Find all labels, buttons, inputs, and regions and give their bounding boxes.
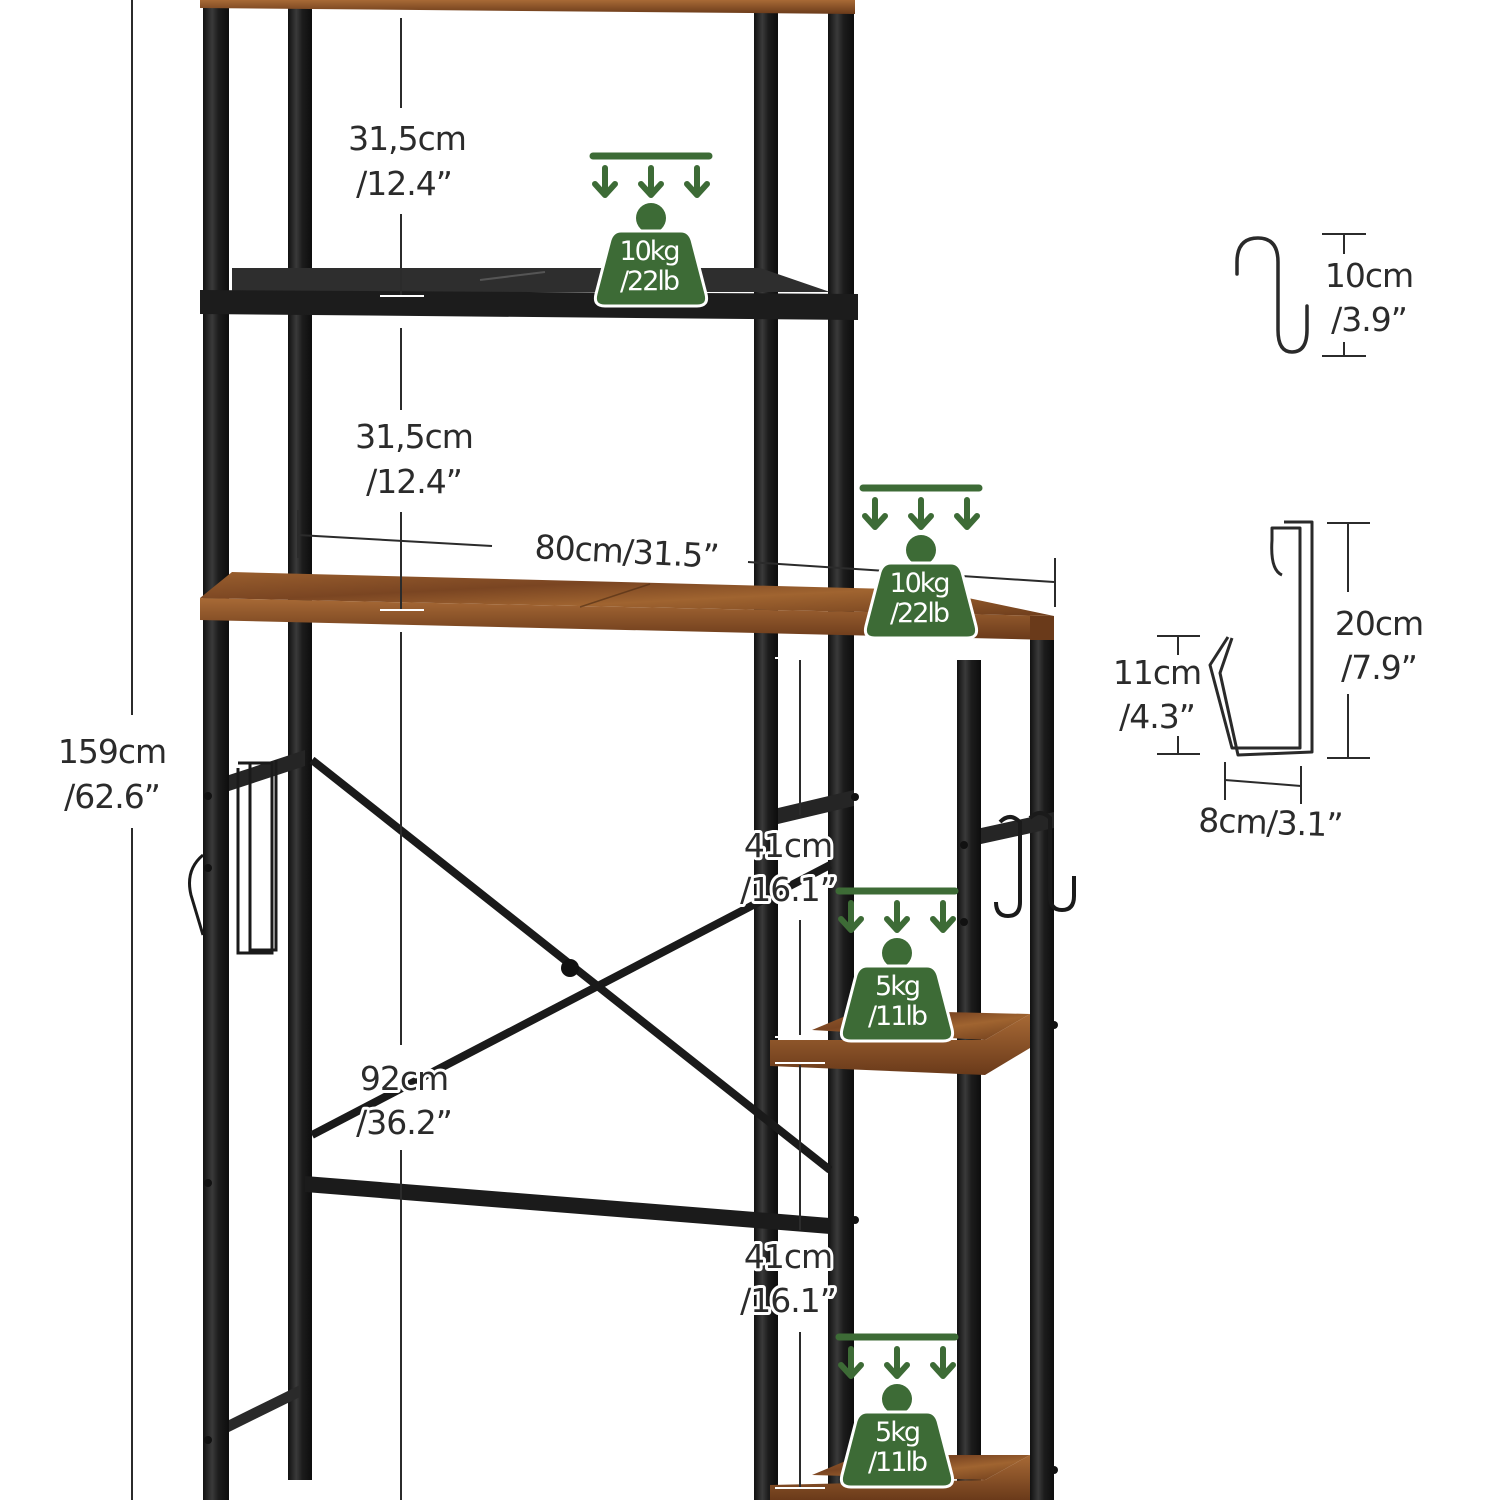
clearance-height-in: /36.2” [356,1103,452,1142]
cross-brace-b [310,861,832,1139]
right-hook-rail [981,812,1054,844]
front-right-pole [828,0,854,1500]
top-shelf-gap-cm: 31,5cm [348,119,466,158]
total-height-cm: 159cm [58,732,166,771]
load-badge-side-lower: 5kg /11lb [839,1337,955,1487]
side-shelf-gap-upper-in: /16.1” [740,870,836,909]
side-shelf-gap-upper-dimension: 41cm /16.1” [737,657,840,1038]
cross-brace-joint [561,959,579,977]
middle-shelf-gap-dimension: 31,5cm /12.4” [355,324,474,611]
right-s-hooks [994,811,1076,919]
towel-hook-height-cm: 20cm [1335,604,1423,643]
clearance-height-cm: 92cm [360,1059,448,1098]
towel-hook-detail: 20cm /7.9” 11cm /4.3” 8cm/3.1” [1113,520,1424,845]
side-shelf-gap-upper-cm: 41cm [744,826,832,865]
clearance-height-dimension: 92cm /36.2” [353,629,456,1500]
top-shelf [200,0,855,14]
foot-crossbar [229,1385,300,1432]
front-left-pole [203,0,229,1500]
s-hook-icon [1235,236,1309,354]
top-shelf-gap-in: /12.4” [356,164,452,203]
load-kg: 5kg [875,1417,919,1448]
towel-hook-lip-in: /4.3” [1119,697,1195,736]
towel-hook-lip-cm: 11cm [1113,653,1201,692]
main-wood-shelf [200,572,1054,640]
left-hook-rail [229,750,305,791]
load-badge-main-shelf: 10kg /22lb [863,488,979,638]
load-lb: /11lb [868,1001,927,1032]
over-rail-hook-icon [1208,520,1314,757]
total-height-dimension: 159cm /62.6” [58,0,167,1500]
s-hook-height-cm: 10cm [1325,256,1413,295]
load-kg: 5kg [875,971,919,1002]
load-lb: /11lb [868,1447,927,1478]
metal-shelf [200,268,858,320]
middle-hook-rail [778,790,854,824]
frame-bolts [204,792,1058,1474]
back-right-pole [754,0,778,1500]
load-lb: /22lb [620,266,679,297]
width-dimension: 80cm/31.5” [297,510,1056,607]
s-hook-detail: 10cm /3.9” [1235,233,1414,357]
towel-hook-depth: 8cm/3.1” [1198,801,1343,845]
total-height-in: /62.6” [64,777,160,816]
back-left-pole [288,0,312,1480]
left-towel-hooks [188,760,278,955]
side-shelf-gap-lower-dimension: 41cm /16.1” [737,1062,840,1489]
middle-shelf-gap-cm: 31,5cm [355,417,473,456]
load-kg: 10kg [889,568,948,599]
lower-crossbar [305,1176,830,1234]
middle-shelf-gap-in: /12.4” [366,462,462,501]
shelf-frame [188,0,1076,1500]
side-unit-front-pole [1030,636,1054,1500]
load-lb: /22lb [890,598,949,629]
load-badge-metal-shelf: 10kg /22lb [593,156,709,306]
s-hook-height-in: /3.9” [1331,300,1407,339]
side-shelf-gap-lower-cm: 41cm [744,1237,832,1276]
towel-hook-height-in: /7.9” [1341,648,1417,687]
side-unit-back-pole [957,660,981,1500]
load-badge-side-upper: 5kg /11lb [839,891,955,1041]
top-shelf-gap-dimension: 31,5cm /12.4” [348,18,467,297]
load-kg: 10kg [619,236,678,267]
side-shelf-gap-lower-in: /16.1” [740,1281,836,1320]
width-label: 80cm/31.5” [534,527,720,576]
